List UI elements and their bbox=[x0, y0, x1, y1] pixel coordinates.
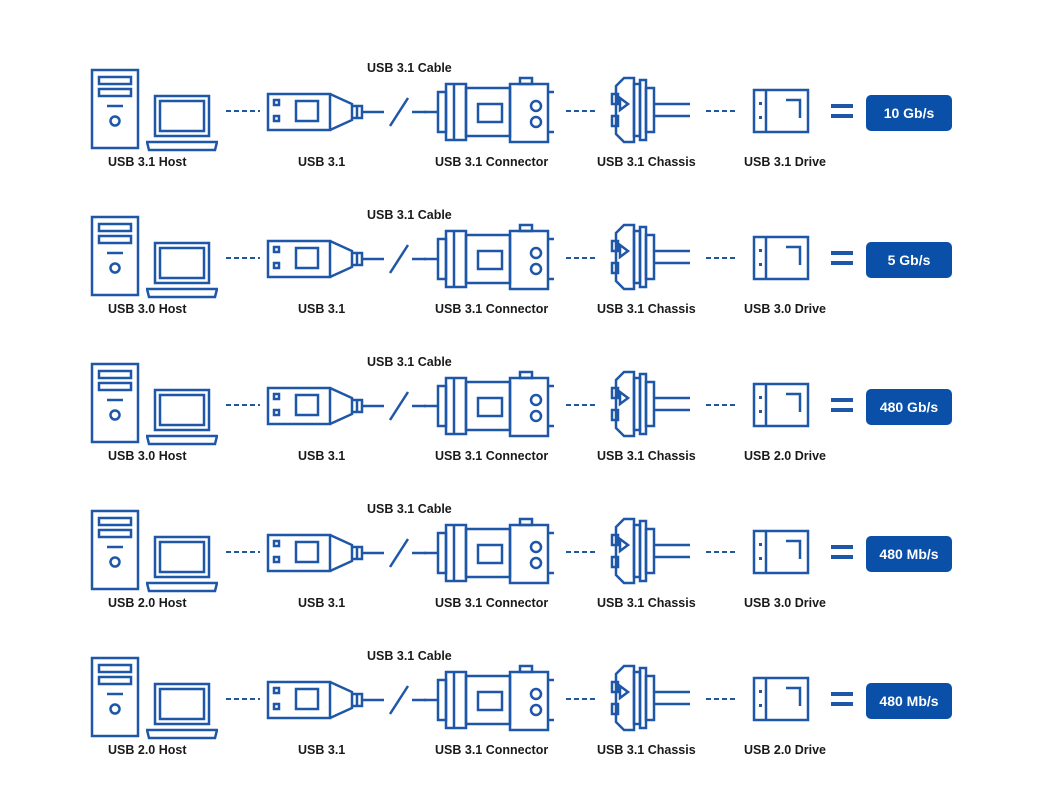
speed-badge: 480 Mb/s bbox=[866, 683, 952, 719]
equals-icon bbox=[831, 251, 853, 265]
dashed-link-icon bbox=[706, 551, 738, 553]
dashed-link-icon bbox=[706, 698, 738, 700]
cable-break-icon bbox=[388, 685, 426, 715]
connector-label: USB 3.1 Connector bbox=[435, 596, 549, 610]
dashed-link-icon bbox=[706, 110, 738, 112]
usb-plug-icon bbox=[266, 239, 384, 279]
cable-break-icon bbox=[388, 97, 426, 127]
chassis-label: USB 3.1 Chassis bbox=[597, 596, 696, 610]
speed-badge: 10 Gb/s bbox=[866, 95, 952, 131]
dashed-link-icon bbox=[706, 257, 738, 259]
drive-label: USB 2.0 Drive bbox=[744, 743, 826, 757]
laptop-icon bbox=[146, 94, 218, 152]
drive-label: USB 3.0 Drive bbox=[744, 302, 826, 316]
compatibility-row-1: USB 3.1 Cable bbox=[0, 61, 1042, 208]
computer-tower-icon bbox=[90, 656, 140, 738]
usb-label: USB 3.1 bbox=[298, 155, 346, 169]
usb-connector-icon bbox=[424, 223, 554, 291]
dashed-link-icon bbox=[226, 110, 260, 112]
dashed-link-icon bbox=[566, 404, 596, 406]
laptop-icon bbox=[146, 682, 218, 740]
computer-tower-icon bbox=[90, 215, 140, 297]
connector-label: USB 3.1 Connector bbox=[435, 302, 549, 316]
equals-icon bbox=[831, 104, 853, 118]
dashed-link-icon bbox=[706, 404, 738, 406]
chassis-label: USB 3.1 Chassis bbox=[597, 302, 696, 316]
usb-label: USB 3.1 bbox=[298, 596, 346, 610]
host-label: USB 3.1 Host bbox=[108, 155, 187, 169]
usb-plug-icon bbox=[266, 680, 384, 720]
chassis-label: USB 3.1 Chassis bbox=[597, 743, 696, 757]
drive-icon bbox=[752, 235, 810, 281]
drive-icon bbox=[752, 88, 810, 134]
connector-label: USB 3.1 Connector bbox=[435, 449, 549, 463]
usb-label: USB 3.1 bbox=[298, 302, 346, 316]
laptop-icon bbox=[146, 535, 218, 593]
cable-label: USB 3.1 Cable bbox=[367, 208, 452, 222]
dashed-link-icon bbox=[226, 257, 260, 259]
speed-badge: 480 Mb/s bbox=[866, 536, 952, 572]
cable-label: USB 3.1 Cable bbox=[367, 649, 452, 663]
host-label: USB 3.0 Host bbox=[108, 449, 187, 463]
dashed-link-icon bbox=[226, 404, 260, 406]
connector-label: USB 3.1 Connector bbox=[435, 743, 549, 757]
computer-tower-icon bbox=[90, 68, 140, 150]
usb-connector-icon bbox=[424, 664, 554, 732]
usb-label: USB 3.1 bbox=[298, 743, 346, 757]
cable-label: USB 3.1 Cable bbox=[367, 355, 452, 369]
usb-connector-icon bbox=[424, 517, 554, 585]
laptop-icon bbox=[146, 241, 218, 299]
computer-tower-icon bbox=[90, 509, 140, 591]
drive-label: USB 2.0 Drive bbox=[744, 449, 826, 463]
compatibility-row-4: USB 3.1 Cable bbox=[0, 502, 1042, 649]
cable-break-icon bbox=[388, 538, 426, 568]
chassis-connector-icon bbox=[610, 664, 690, 732]
usb-plug-icon bbox=[266, 533, 384, 573]
drive-icon bbox=[752, 529, 810, 575]
compatibility-row-3: USB 3.1 Cable bbox=[0, 355, 1042, 502]
usb-connector-icon bbox=[424, 370, 554, 438]
drive-label: USB 3.1 Drive bbox=[744, 155, 826, 169]
equals-icon bbox=[831, 692, 853, 706]
dashed-link-icon bbox=[226, 551, 260, 553]
chassis-label: USB 3.1 Chassis bbox=[597, 155, 696, 169]
chassis-connector-icon bbox=[610, 223, 690, 291]
computer-tower-icon bbox=[90, 362, 140, 444]
dashed-link-icon bbox=[566, 257, 596, 259]
connector-label: USB 3.1 Connector bbox=[435, 155, 549, 169]
drive-icon bbox=[752, 676, 810, 722]
chassis-connector-icon bbox=[610, 76, 690, 144]
equals-icon bbox=[831, 398, 853, 412]
dashed-link-icon bbox=[226, 698, 260, 700]
chassis-label: USB 3.1 Chassis bbox=[597, 449, 696, 463]
drive-label: USB 3.0 Drive bbox=[744, 596, 826, 610]
speed-badge: 5 Gb/s bbox=[866, 242, 952, 278]
dashed-link-icon bbox=[566, 110, 596, 112]
speed-badge: 480 Gb/s bbox=[866, 389, 952, 425]
laptop-icon bbox=[146, 388, 218, 446]
drive-icon bbox=[752, 382, 810, 428]
chassis-connector-icon bbox=[610, 370, 690, 438]
cable-label: USB 3.1 Cable bbox=[367, 502, 452, 516]
cable-break-icon bbox=[388, 244, 426, 274]
usb-label: USB 3.1 bbox=[298, 449, 346, 463]
usb-plug-icon bbox=[266, 386, 384, 426]
dashed-link-icon bbox=[566, 698, 596, 700]
host-label: USB 2.0 Host bbox=[108, 596, 187, 610]
equals-icon bbox=[831, 545, 853, 559]
dashed-link-icon bbox=[566, 551, 596, 553]
chassis-connector-icon bbox=[610, 517, 690, 585]
usb-plug-icon bbox=[266, 92, 384, 132]
compatibility-row-2: USB 3.1 Cable bbox=[0, 208, 1042, 355]
usb-connector-icon bbox=[424, 76, 554, 144]
host-label: USB 3.0 Host bbox=[108, 302, 187, 316]
cable-break-icon bbox=[388, 391, 426, 421]
compatibility-row-5: USB 3.1 Cable bbox=[0, 649, 1042, 796]
cable-label: USB 3.1 Cable bbox=[367, 61, 452, 75]
host-label: USB 2.0 Host bbox=[108, 743, 187, 757]
